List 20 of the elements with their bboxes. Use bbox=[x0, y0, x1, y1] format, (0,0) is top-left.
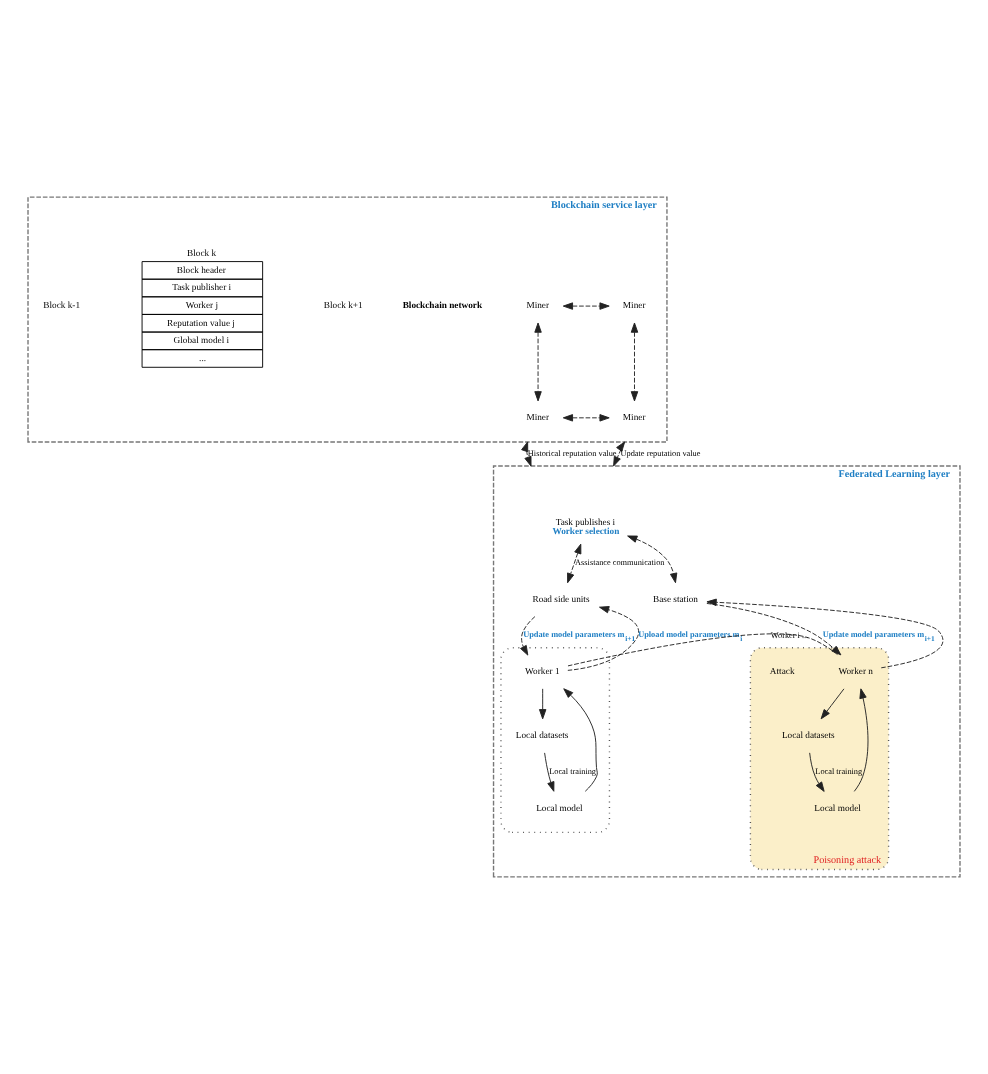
arrow bbox=[521, 441, 532, 467]
arrow bbox=[706, 598, 944, 669]
arrow bbox=[538, 688, 547, 720]
arrow bbox=[563, 688, 598, 792]
arrow bbox=[613, 441, 626, 467]
arrow bbox=[544, 752, 555, 792]
arrow bbox=[534, 322, 542, 402]
arrow bbox=[567, 543, 582, 584]
arrow bbox=[562, 302, 610, 310]
arrow bbox=[630, 322, 639, 402]
connector bbox=[567, 633, 839, 667]
arrow bbox=[567, 606, 639, 671]
arrow bbox=[809, 752, 825, 792]
arrow bbox=[820, 688, 845, 720]
cluster bbox=[500, 647, 611, 834]
arrow bbox=[853, 688, 869, 792]
arrow bbox=[562, 414, 610, 422]
arrow bbox=[627, 535, 678, 584]
arrow bbox=[520, 616, 536, 656]
arrow bbox=[706, 602, 842, 656]
